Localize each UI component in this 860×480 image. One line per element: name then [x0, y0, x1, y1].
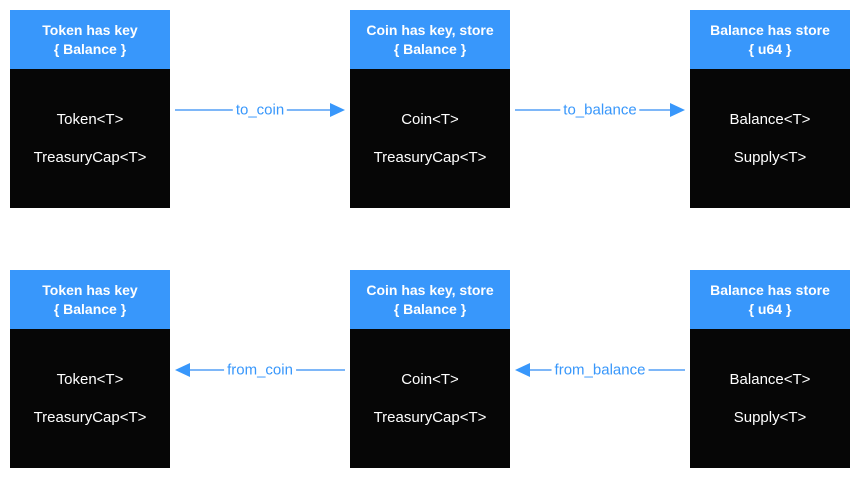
node-header: Coin has key, store { Balance }	[350, 270, 510, 329]
node-token-row1: Token has key { Balance } Token<T> Treas…	[10, 10, 170, 208]
node-header-line1: Token has key	[42, 281, 138, 298]
node-body: Balance<T> Supply<T>	[690, 329, 850, 468]
node-item: Balance<T>	[729, 371, 811, 388]
node-header: Token has key { Balance }	[10, 270, 170, 329]
node-header-line1: Balance has store	[710, 281, 830, 298]
node-body: Balance<T> Supply<T>	[690, 69, 850, 208]
arrow-label: to_balance	[560, 101, 640, 119]
node-item: TreasuryCap<T>	[373, 149, 487, 166]
node-header-line2: { Balance }	[393, 40, 467, 57]
node-item: Token<T>	[56, 111, 124, 128]
node-header-line1: Balance has store	[710, 21, 830, 38]
arrow-from-balance: from_balance	[515, 361, 685, 379]
node-header-line2: { Balance }	[53, 40, 127, 57]
node-item: Balance<T>	[729, 111, 811, 128]
node-item: TreasuryCap<T>	[33, 409, 147, 426]
arrowhead-right-icon	[330, 103, 345, 117]
arrowhead-right-icon	[670, 103, 685, 117]
node-body: Token<T> TreasuryCap<T>	[10, 329, 170, 468]
node-item: TreasuryCap<T>	[373, 409, 487, 426]
node-body: Coin<T> TreasuryCap<T>	[350, 69, 510, 208]
node-header: Balance has store { u64 }	[690, 270, 850, 329]
arrow-to-coin: to_coin	[175, 101, 345, 119]
node-header-line1: Token has key	[42, 21, 138, 38]
arrow-label: from_coin	[224, 361, 296, 379]
node-item: Coin<T>	[401, 111, 459, 128]
node-item: TreasuryCap<T>	[33, 149, 147, 166]
node-balance-row2: Balance has store { u64 } Balance<T> Sup…	[690, 270, 850, 468]
node-header-line2: { Balance }	[393, 300, 467, 317]
node-header-line1: Coin has key, store	[366, 21, 494, 38]
node-header: Coin has key, store { Balance }	[350, 10, 510, 69]
arrowhead-left-icon	[175, 363, 190, 377]
node-body: Coin<T> TreasuryCap<T>	[350, 329, 510, 468]
node-coin-row2: Coin has key, store { Balance } Coin<T> …	[350, 270, 510, 468]
node-balance-row1: Balance has store { u64 } Balance<T> Sup…	[690, 10, 850, 208]
arrow-label: from_balance	[551, 361, 649, 379]
node-header-line1: Coin has key, store	[366, 281, 494, 298]
node-coin-row1: Coin has key, store { Balance } Coin<T> …	[350, 10, 510, 208]
node-body: Token<T> TreasuryCap<T>	[10, 69, 170, 208]
node-header-line2: { u64 }	[748, 40, 792, 57]
node-item: Supply<T>	[733, 409, 807, 426]
arrowhead-left-icon	[515, 363, 530, 377]
node-token-row2: Token has key { Balance } Token<T> Treas…	[10, 270, 170, 468]
node-header-line2: { Balance }	[53, 300, 127, 317]
arrow-label: to_coin	[232, 101, 288, 119]
node-item: Coin<T>	[401, 371, 459, 388]
arrow-from-coin: from_coin	[175, 361, 345, 379]
node-header: Token has key { Balance }	[10, 10, 170, 69]
node-header: Balance has store { u64 }	[690, 10, 850, 69]
node-item: Supply<T>	[733, 149, 807, 166]
node-item: Token<T>	[56, 371, 124, 388]
arrow-to-balance: to_balance	[515, 101, 685, 119]
node-header-line2: { u64 }	[748, 300, 792, 317]
